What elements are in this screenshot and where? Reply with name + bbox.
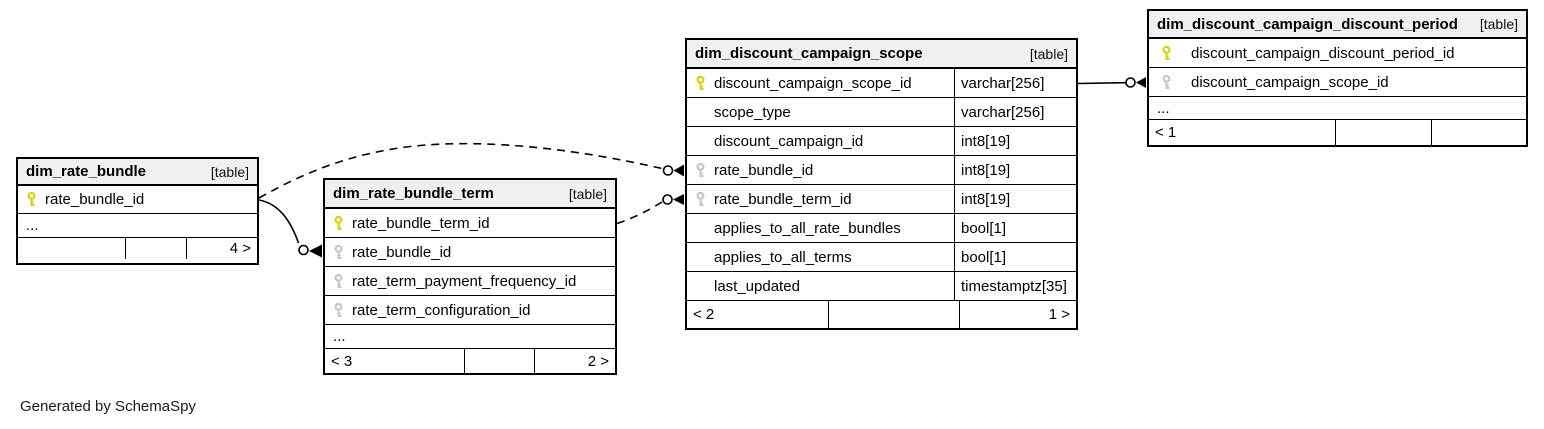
column-row: discount_campaign_scope_id <box>1149 68 1526 97</box>
foreign-key-icon <box>1153 74 1179 90</box>
column-row: discount_campaign_id int8[19] <box>687 127 1076 156</box>
primary-key-icon <box>325 215 351 231</box>
column-name: rate_term_configuration_id <box>352 301 531 319</box>
table-node-dim-discount-campaign-discount-period[interactable]: dim_discount_campaign_discount_period [t… <box>1147 9 1528 147</box>
table-title: dim_rate_bundle <box>26 163 147 180</box>
primary-key-icon <box>1153 45 1179 61</box>
table-node-dim-rate-bundle-term[interactable]: dim_rate_bundle_term [table] rate_bundle… <box>323 178 617 375</box>
degree-row: < 1 <box>1149 120 1526 145</box>
table-title: dim_discount_campaign_scope <box>695 45 923 62</box>
degree-cell: 4 > <box>186 238 257 259</box>
crowfoot-marker <box>673 164 684 177</box>
column-row: last_updated timestamptz[35] <box>687 272 1076 301</box>
table-badge: [table] <box>1479 16 1518 32</box>
column-row: rate_bundle_term_id int8[19] <box>687 185 1076 214</box>
ellipsis-row: ... <box>1149 97 1526 120</box>
ellipsis-label: ... <box>26 217 39 234</box>
column-name: scope_type <box>714 103 791 121</box>
table-node-dim-rate-bundle[interactable]: dim_rate_bundle [table] rate_bundle_id .… <box>16 157 259 265</box>
degree-cell <box>18 238 125 259</box>
column-row: rate_bundle_term_id <box>325 209 615 238</box>
table-header[interactable]: dim_rate_bundle_term [table] <box>325 180 615 209</box>
column-row: applies_to_all_terms bool[1] <box>687 243 1076 272</box>
degree-cell: < 1 <box>1155 124 1177 141</box>
table-header[interactable]: dim_discount_campaign_scope [table] <box>687 40 1076 69</box>
foreign-key-icon <box>687 191 713 207</box>
degree-cell <box>1431 120 1526 145</box>
column-type: int8[19] <box>954 156 1076 184</box>
column-row: rate_term_payment_frequency_id <box>325 267 615 296</box>
ellipsis-label: ... <box>1157 99 1170 117</box>
column-name: rate_bundle_term_id <box>714 190 852 208</box>
column-row: rate_term_configuration_id <box>325 296 615 325</box>
degree-row: 4 > <box>18 238 257 259</box>
crowfoot-marker <box>1136 77 1146 88</box>
crowfoot-marker <box>673 194 684 205</box>
edge-rate-bundle-term-to-campaign-scope <box>616 201 663 225</box>
ellipsis-label: ... <box>333 328 346 345</box>
column-row: discount_campaign_discount_period_id <box>1149 39 1526 68</box>
foreign-key-icon <box>687 162 713 178</box>
table-header[interactable]: dim_discount_campaign_discount_period [t… <box>1149 11 1526 39</box>
column-name: applies_to_all_rate_bundles <box>714 219 901 237</box>
zero-marker <box>662 194 673 205</box>
zero-marker <box>662 165 674 176</box>
column-row: scope_type varchar[256] <box>687 98 1076 127</box>
zero-marker <box>1125 77 1136 88</box>
degree-cell: 1 > <box>959 301 1076 328</box>
column-type: bool[1] <box>954 243 1076 271</box>
degree-cell: < 3 <box>331 352 353 370</box>
column-type: int8[19] <box>954 185 1076 213</box>
degree-cell: 2 > <box>534 349 615 373</box>
degree-cell <box>828 301 959 328</box>
foreign-key-icon <box>325 273 351 289</box>
table-badge: [table] <box>1029 45 1068 62</box>
table-title: dim_discount_campaign_discount_period <box>1157 15 1458 33</box>
table-title: dim_rate_bundle_term <box>333 185 494 202</box>
column-type: timestamptz[35] <box>954 272 1076 300</box>
column-type: bool[1] <box>954 214 1076 242</box>
degree-row: < 2 1 > <box>687 301 1076 328</box>
column-type: varchar[256] <box>954 98 1076 126</box>
table-badge: [table] <box>568 185 607 202</box>
crowfoot-marker <box>309 244 322 258</box>
column-name: discount_campaign_scope_id <box>714 74 912 92</box>
column-row: rate_bundle_id <box>18 186 257 214</box>
ellipsis-row: ... <box>18 214 257 238</box>
foreign-key-icon <box>325 244 351 260</box>
column-name: applies_to_all_terms <box>714 248 852 266</box>
primary-key-icon <box>687 75 713 91</box>
column-name: discount_campaign_id <box>714 132 864 150</box>
degree-cell <box>464 349 534 373</box>
column-name: rate_bundle_term_id <box>352 214 490 232</box>
degree-cell <box>125 238 186 259</box>
column-name: rate_bundle_id <box>45 191 145 208</box>
column-name: discount_campaign_discount_period_id <box>1191 44 1455 62</box>
column-name: rate_bundle_id <box>352 243 452 261</box>
edge-rate-bundle-to-rate-bundle-term <box>258 199 300 244</box>
table-node-dim-discount-campaign-scope[interactable]: dim_discount_campaign_scope [table] disc… <box>685 38 1078 330</box>
column-row: rate_bundle_id int8[19] <box>687 156 1076 185</box>
zero-marker <box>298 244 309 256</box>
foreign-key-icon <box>325 302 351 318</box>
degree-row: < 3 2 > <box>325 349 615 373</box>
column-name: last_updated <box>714 277 800 295</box>
generated-by-label: Generated by SchemaSpy <box>20 398 196 415</box>
table-badge: [table] <box>210 163 249 180</box>
column-row: applies_to_all_rate_bundles bool[1] <box>687 214 1076 243</box>
column-type: varchar[256] <box>954 69 1076 97</box>
column-name: discount_campaign_scope_id <box>1191 73 1389 91</box>
degree-cell: < 2 <box>693 306 715 323</box>
primary-key-icon <box>18 192 44 207</box>
ellipsis-row: ... <box>325 325 615 349</box>
column-row: rate_bundle_id <box>325 238 615 267</box>
edge-campaign-scope-to-discount-period <box>1077 81 1126 85</box>
table-header[interactable]: dim_rate_bundle [table] <box>18 159 257 186</box>
degree-cell <box>1335 120 1431 145</box>
column-row: discount_campaign_scope_id varchar[256] <box>687 69 1076 98</box>
column-name: rate_term_payment_frequency_id <box>352 272 577 290</box>
column-type: int8[19] <box>954 127 1076 155</box>
column-name: rate_bundle_id <box>714 161 814 179</box>
